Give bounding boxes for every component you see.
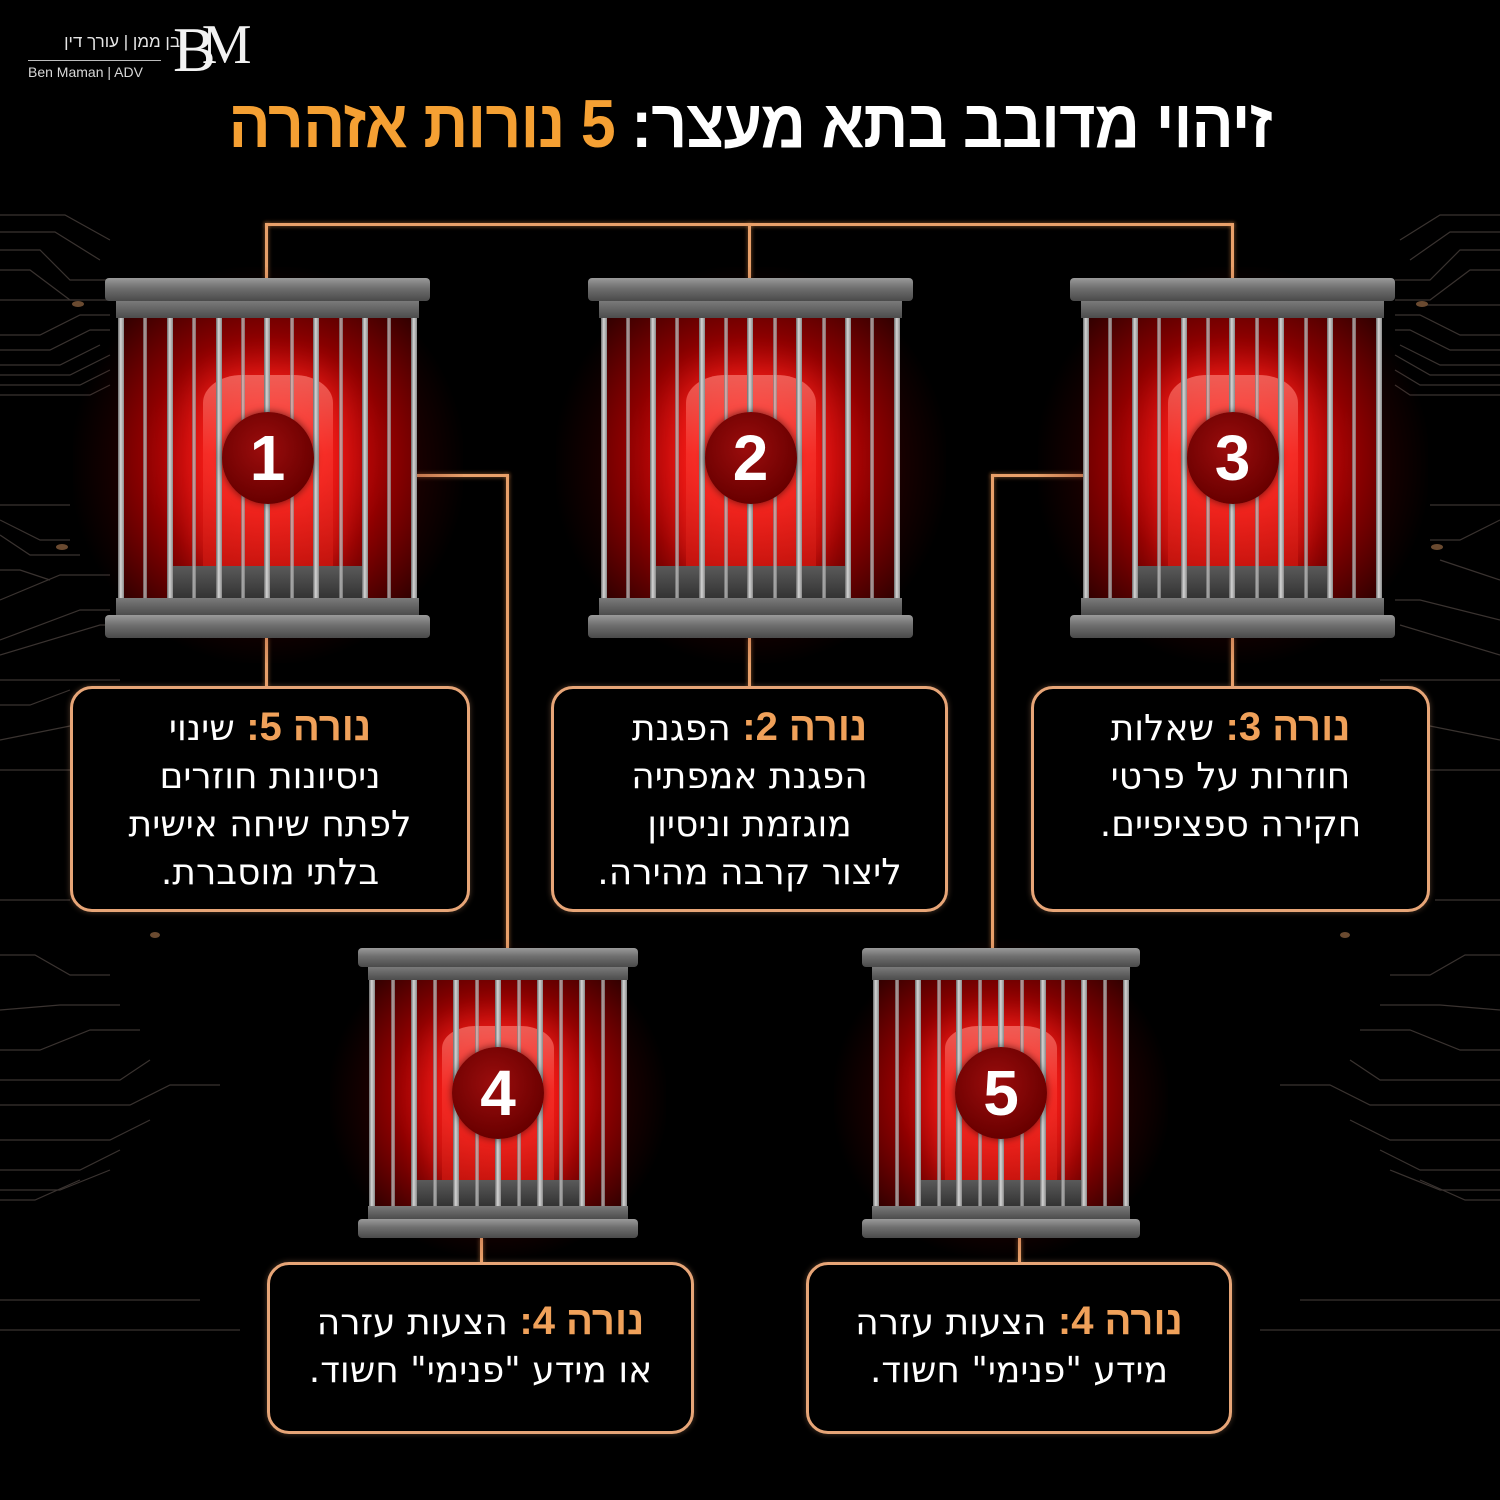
warning-number-badge: 5 [955,1047,1047,1139]
title-main: זיהוי מדובב בתא מעצר: [631,86,1272,162]
brand-logo: בן ממן | עורך דין Ben Maman | ADV BM [28,17,268,92]
title-highlight: 5 נורות אזהרה [228,86,616,162]
warning-box-1: נורה 5: שינוי ניסיונות חוזרים לפתח שיחה … [70,686,470,912]
warning-box-4: נורה 4: הצעות עזרה או מידע "פנימי" חשוד. [267,1262,694,1434]
warning-label: נורה 5: [246,705,372,749]
warning-number-badge: 4 [452,1047,544,1139]
warning-label: נורה 4: [519,1299,645,1343]
logo-monogram-icon: BM [173,14,251,85]
warning-box-3: נורה 3: שאלות חוזרות על פרטי חקירה ספציפ… [1031,686,1430,912]
warning-number-badge: 1 [221,412,314,504]
siren-cage-5: 5 [834,939,1168,1259]
siren-cage-2: 2 [555,267,946,664]
logo-hebrew-text: בן ממן | עורך דין [64,32,180,51]
siren-cage-1: 1 [72,267,463,664]
siren-cage-4: 4 [330,939,666,1259]
logo-english-text: Ben Maman | ADV [28,64,143,80]
warning-number-badge: 3 [1186,412,1279,504]
siren-cage-3: 3 [1037,267,1428,664]
warning-box-5: נורה 4: הצעות עזרה מידע "פנימי" חשוד. [806,1262,1232,1434]
warning-number-badge: 2 [704,412,797,504]
logo-divider [28,60,161,61]
warning-label: נורה 2: [742,705,868,749]
warning-label: נורה 3: [1225,705,1351,749]
warning-label: נורה 4: [1057,1299,1183,1343]
page-title: זיהוי מדובב בתא מעצר: 5 נורות אזהרה [60,88,1440,160]
warning-box-2: נורה 2: הפגנת הפגנת אמפתיה מוגזמת וניסיו… [551,686,948,912]
